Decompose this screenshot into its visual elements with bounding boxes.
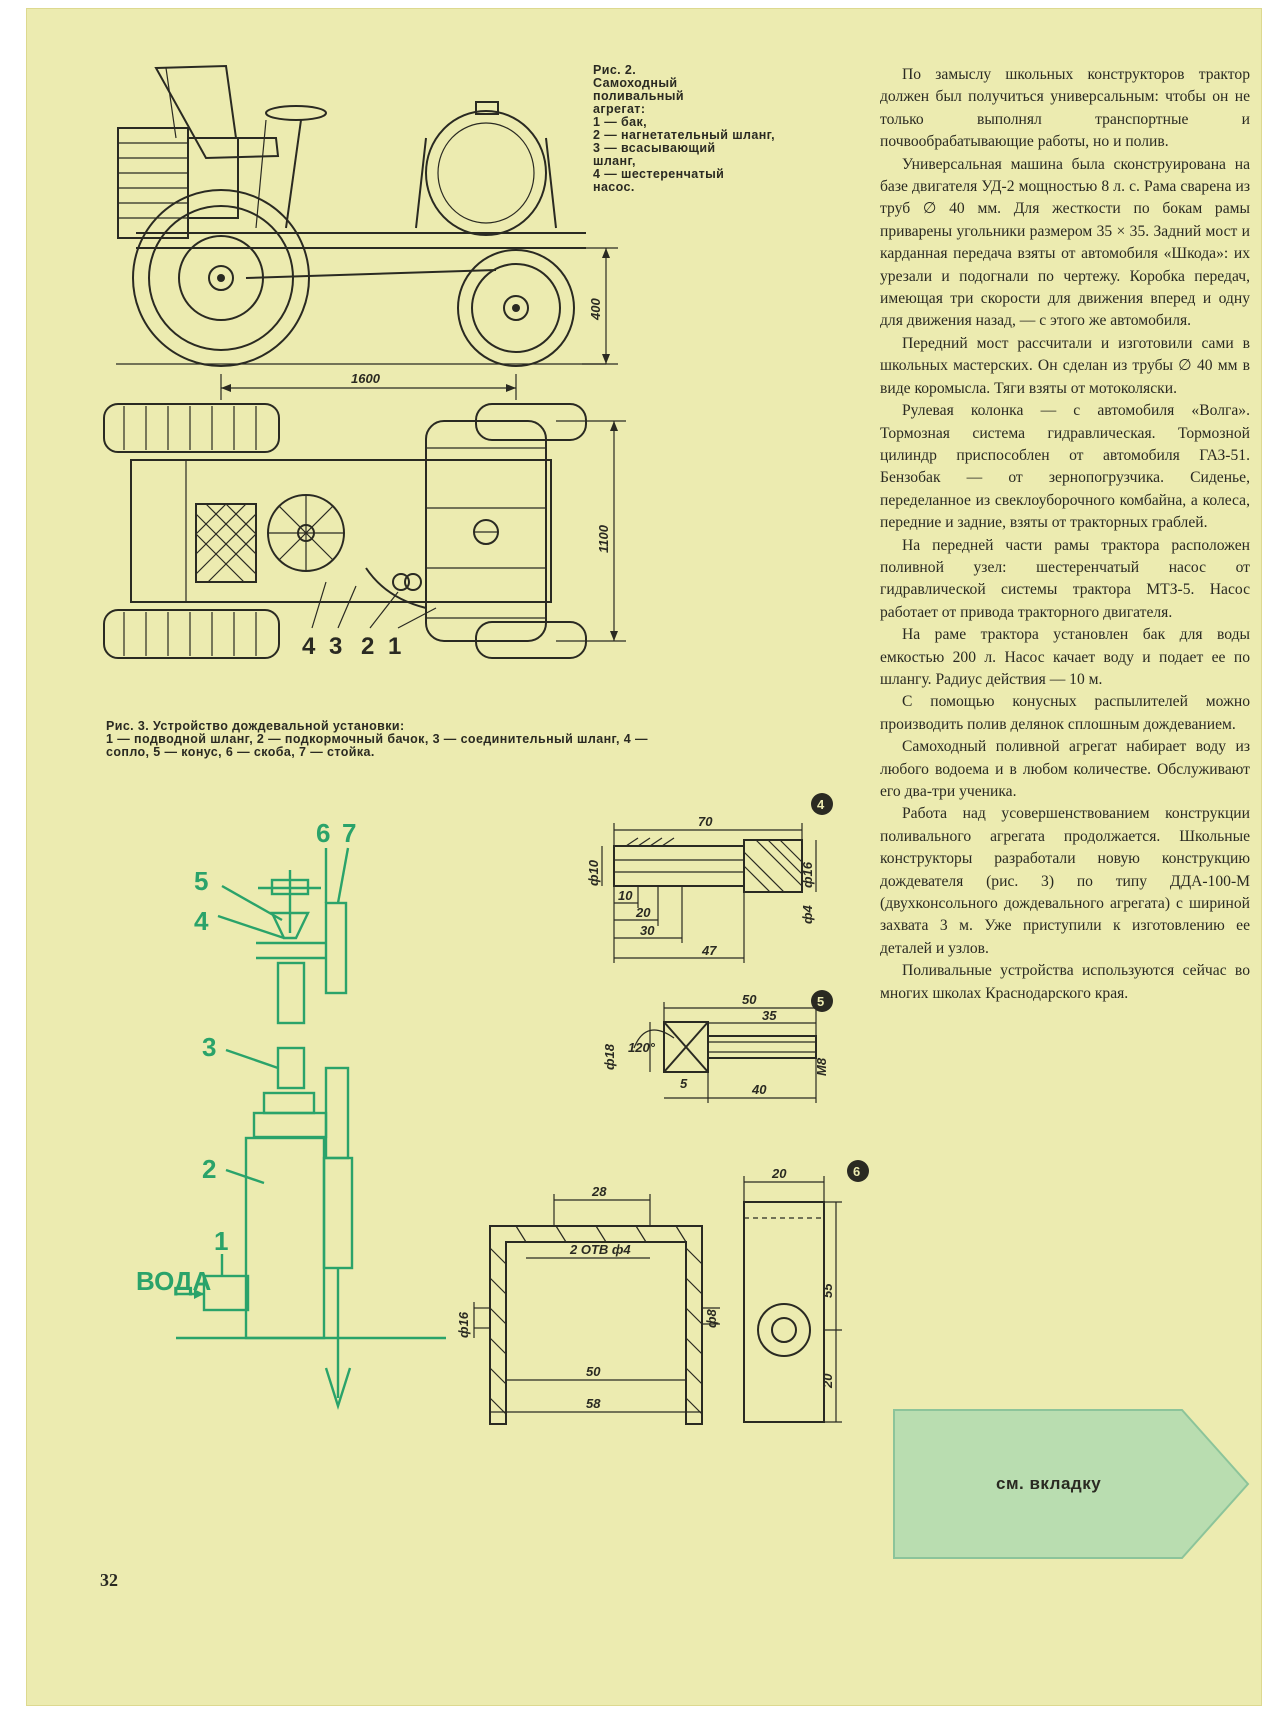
figure-2-caption-line: шланг, (593, 154, 636, 168)
detail-4-a: 10 (618, 888, 633, 903)
detail-4-badge: 4 (817, 797, 825, 812)
figure-2-caption-line: 3 — всасывающий (593, 141, 716, 155)
detail-5-total: 50 (742, 992, 757, 1007)
detail-6-d8: ф8 (704, 1308, 719, 1328)
label-5: 5 (194, 866, 208, 896)
callout-4: 4 (302, 633, 316, 660)
detail-6-side: 20 (771, 1166, 787, 1181)
detail-5-gap: 5 (680, 1076, 688, 1091)
label-water: ВОДА (136, 1266, 212, 1296)
label-2: 2 (202, 1154, 216, 1184)
detail-5-d18: ф18 (602, 1043, 617, 1070)
tractor-top-view: 4 3 2 1 1100 (103, 403, 626, 660)
tractor-side-view: 1600 400 (116, 64, 618, 400)
detail-6-height: 55 (820, 1283, 835, 1298)
figure-3-caption-line: 1 — подводной шланг, 2 — подкормочный ба… (106, 732, 648, 746)
sprinkler-assembly: 5 4 6 7 3 2 1 ВОДА (136, 818, 446, 1410)
detail-5-thread: 35 (762, 1008, 777, 1023)
figure-2-caption-line: 1 — бак, (593, 115, 647, 129)
figure-3-caption-line: сопло, 5 — конус, 6 — скоба, 7 — стойка. (106, 745, 375, 759)
label-7: 7 (342, 818, 356, 848)
article-paragraph: Универсальная машина была сконструирован… (880, 155, 1250, 330)
article-paragraph: На передней части рамы трактора располож… (880, 536, 1250, 621)
detail-6-d16: ф16 (456, 1311, 471, 1338)
figure-3-caption-title: Рис. 3. Устройство дождевальной установк… (106, 719, 405, 733)
detail-4-d16: ф16 (800, 861, 815, 888)
article-paragraph: Самоходный поливной агрегат набирает вод… (880, 738, 1250, 800)
article-paragraph: На раме трактора установлен бак для воды… (880, 626, 1250, 688)
technical-drawings: 1600 400 (103, 64, 1250, 1559)
detail-5-m8: М8 (814, 1057, 829, 1076)
figure-2-caption-line: Самоходный (593, 76, 678, 90)
figure-2-caption-line: 4 — шестеренчатый (593, 167, 725, 181)
detail-6-top: 28 (591, 1184, 607, 1199)
detail-6-inner: 50 (586, 1364, 601, 1379)
detail-5-badge: 5 (817, 994, 824, 1009)
article-paragraph: С помощью конусных распылителей можно пр… (880, 693, 1250, 733)
callout-3: 3 (329, 633, 342, 660)
magazine-page: 1600 400 (26, 8, 1262, 1706)
article-paragraph: По замыслу школьных конструкторов тракто… (880, 66, 1250, 151)
callout-2: 2 (361, 633, 374, 660)
label-4: 4 (194, 906, 209, 936)
figure-2-caption-title: Рис. 2. (593, 63, 637, 77)
label-3: 3 (202, 1032, 216, 1062)
article-paragraph: Передний мост рассчитали и изготовили са… (880, 334, 1250, 397)
detail-4-d4: ф4 (800, 904, 815, 924)
figure-3-caption: Рис. 3. Устройство дождевальной установк… (106, 720, 846, 759)
dim-1100: 1100 (596, 524, 611, 553)
figure-2-caption: Рис. 2. Самоходный поливальный агрегат: … (593, 64, 853, 194)
figure-2-caption-line: поливальный (593, 89, 684, 103)
label-6: 6 (316, 818, 330, 848)
callout-1: 1 (388, 633, 401, 660)
detail-4-nozzle: 4 (586, 793, 833, 963)
dim-1600: 1600 (351, 371, 381, 386)
see-insert-arrow (893, 1409, 1250, 1559)
detail-6-lower: 20 (820, 1373, 835, 1389)
detail-4-b: 20 (635, 905, 651, 920)
article-body: По замыслу школьных конструкторов тракто… (880, 64, 1250, 1005)
article-paragraph: Рулевая колонка — с автомобиля «Волга». … (880, 402, 1250, 532)
detail-5-len: 40 (751, 1082, 767, 1097)
detail-6-holes: 2 ОТВ ф4 (569, 1242, 631, 1257)
detail-4-total: 70 (698, 814, 713, 829)
detail-6-bracket: 6 28 (456, 1160, 869, 1425)
label-1: 1 (214, 1226, 228, 1256)
article-paragraph: Работа над усовершенствованием конструкц… (880, 805, 1250, 957)
detail-6-outer: 58 (586, 1396, 601, 1411)
detail-5-cone: 5 50 35 ф18 120° М8 5 40 (602, 990, 833, 1103)
detail-4-d10: ф10 (586, 859, 601, 886)
figure-2-caption-line: 2 — нагнетательный шланг, (593, 128, 776, 142)
detail-4-d: 47 (701, 943, 717, 958)
article-paragraph: Поливальные устройства используются сейч… (880, 962, 1250, 1002)
detail-6-badge: 6 (853, 1164, 860, 1179)
detail-5-angle: 120° (628, 1040, 656, 1055)
page-number: 32 (100, 1570, 118, 1590)
figure-2-caption-line: агрегат: (593, 102, 646, 116)
figure-2-caption-line: насос. (593, 180, 635, 194)
see-insert-label: см. вкладку (996, 1474, 1102, 1493)
detail-4-c: 30 (640, 923, 655, 938)
dim-400: 400 (588, 298, 603, 321)
